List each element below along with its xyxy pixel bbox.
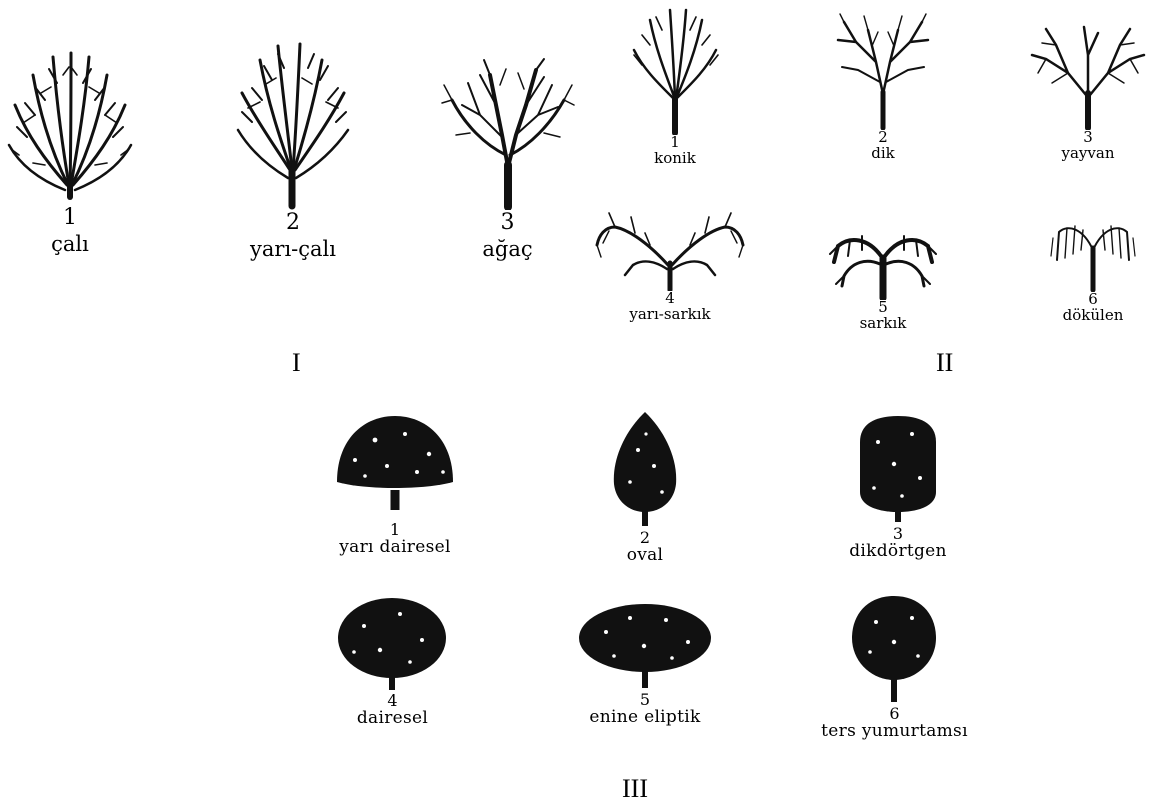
crown-rectangular: 3 dikdörtgen	[838, 412, 958, 561]
section-label-II: II	[936, 348, 953, 378]
item-number: 2	[228, 212, 358, 234]
item-number: 3	[440, 212, 575, 234]
shrub-icon	[5, 45, 135, 205]
item-number: 1	[620, 135, 730, 150]
semi-shrub-icon	[228, 38, 358, 210]
growth-form-semi-shrub: 2 yarı-çalı	[228, 38, 358, 261]
branching-upright: 2 dik	[828, 12, 938, 162]
branching-spreading: 3 yayvan	[1028, 15, 1148, 162]
oval-crown-icon	[590, 410, 700, 528]
circular-crown-icon	[330, 596, 455, 691]
item-label: dökülen	[1043, 307, 1143, 324]
transverse-elliptic-crown-icon	[570, 598, 720, 690]
item-label: dikdörtgen	[838, 542, 958, 561]
upright-branching-icon	[828, 12, 938, 130]
section-label-I: I	[292, 348, 301, 378]
item-label: çalı	[5, 233, 135, 256]
crown-obovate: 6 ters yumurtamsı	[812, 592, 977, 741]
branching-conical: 1 konik	[620, 5, 730, 167]
item-label: ters yumurtamsı	[812, 722, 977, 741]
item-number: 1	[325, 522, 465, 538]
item-number: 2	[590, 530, 700, 546]
item-label: konik	[620, 150, 730, 167]
item-number: 4	[595, 291, 745, 306]
weeping-branching-icon	[1043, 220, 1143, 292]
rectangular-crown-icon	[838, 412, 958, 524]
crown-oval: 2 oval	[590, 410, 700, 565]
spreading-branching-icon	[1028, 15, 1148, 130]
semicircular-crown-icon	[325, 410, 465, 520]
branching-semi-drooping: 4 yarı-sarkık	[595, 205, 745, 323]
item-number: 5	[570, 692, 720, 708]
growth-form-shrub: 1 çalı	[5, 45, 135, 256]
item-number: 4	[330, 693, 455, 709]
item-label: enine eliptik	[570, 708, 720, 727]
item-label: ağaç	[440, 238, 575, 261]
item-label: sarkık	[828, 315, 938, 332]
item-number: 2	[828, 130, 938, 145]
section-label-III: III	[622, 774, 648, 804]
crown-semicircular: 1 yarı dairesel	[325, 410, 465, 557]
item-number: 1	[5, 207, 135, 229]
item-number: 6	[812, 706, 977, 722]
growth-form-tree: 3 ağaç	[440, 55, 575, 261]
tree-icon	[440, 55, 575, 210]
item-label: dik	[828, 145, 938, 162]
conical-branching-icon	[620, 5, 730, 135]
item-label: oval	[590, 546, 700, 565]
branching-drooping: 5 sarkık	[828, 228, 938, 332]
branching-weeping: 6 dökülen	[1043, 220, 1143, 324]
item-label: dairesel	[330, 709, 455, 728]
semi-drooping-branching-icon	[595, 205, 745, 291]
obovate-crown-icon	[812, 592, 977, 704]
item-number: 3	[1028, 130, 1148, 145]
item-number: 3	[838, 526, 958, 542]
item-number: 5	[828, 300, 938, 315]
item-label: yarı dairesel	[325, 538, 465, 557]
drooping-branching-icon	[828, 228, 938, 300]
item-number: 6	[1043, 292, 1143, 307]
item-label: yarı-sarkık	[595, 306, 745, 323]
item-label: yarı-çalı	[228, 238, 358, 261]
crown-transverse-elliptic: 5 enine eliptik	[570, 598, 720, 727]
crown-circular: 4 dairesel	[330, 596, 455, 728]
item-label: yayvan	[1028, 145, 1148, 162]
